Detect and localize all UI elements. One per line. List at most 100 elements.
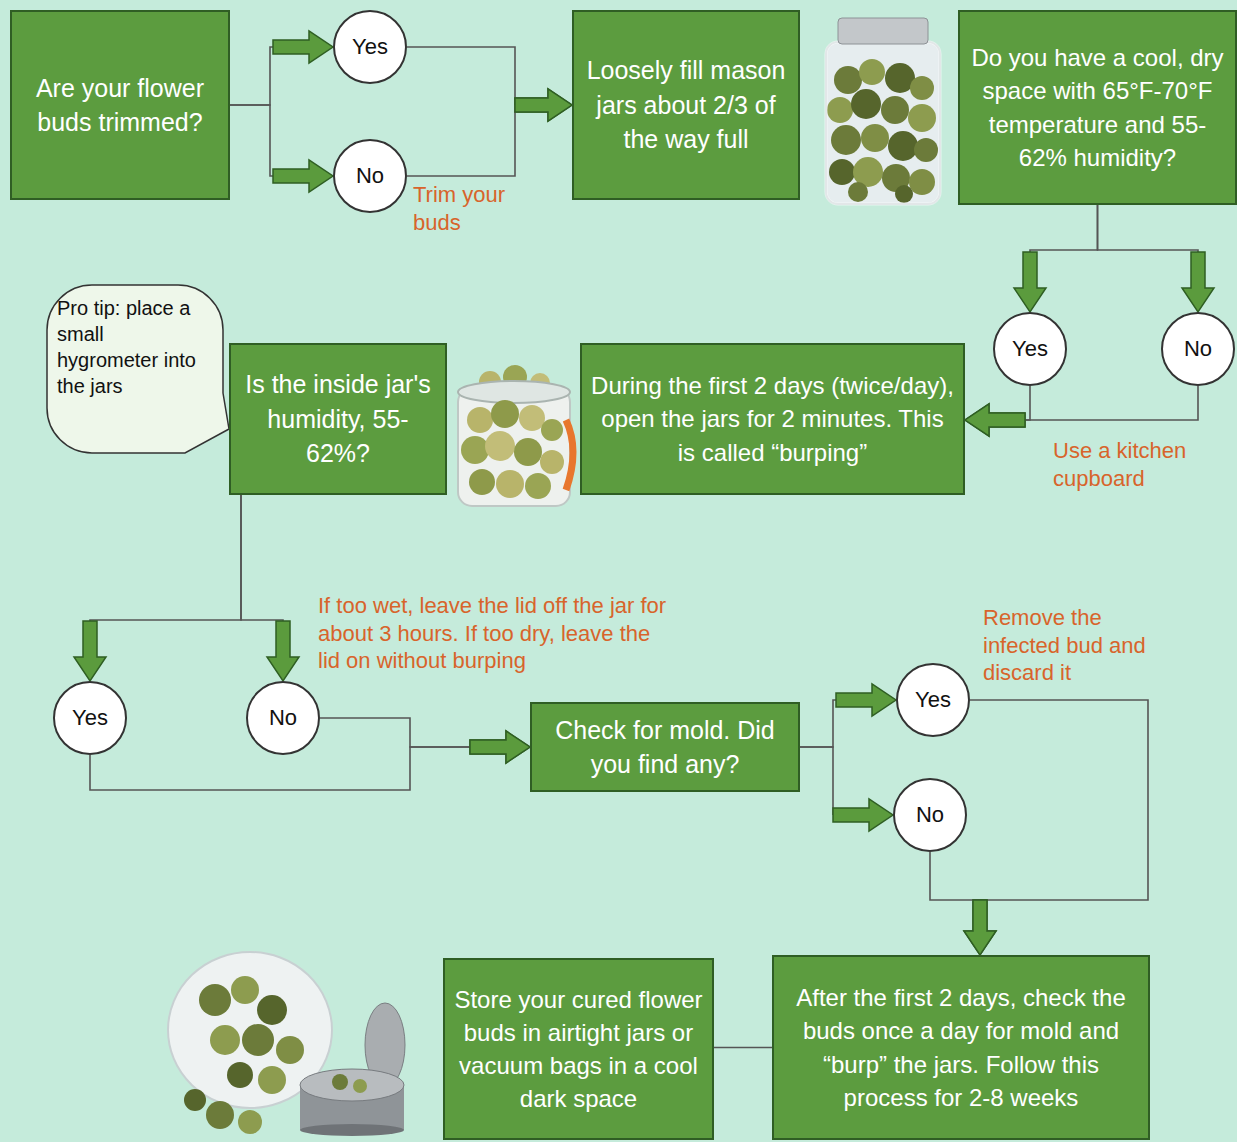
jar-and-grinder-part bbox=[199, 984, 231, 1016]
note-label: If too wet, leave the lid off the jar fo… bbox=[318, 592, 668, 675]
jar-and-grinder bbox=[168, 952, 405, 1136]
connector-line bbox=[90, 495, 241, 621]
connector bbox=[800, 747, 893, 831]
connector-line bbox=[241, 495, 283, 621]
block-arrow bbox=[964, 900, 996, 955]
mason-jar-part bbox=[888, 131, 918, 161]
note-label: Use a kitchen cupboard bbox=[1053, 437, 1228, 492]
block-arrow bbox=[965, 404, 1025, 436]
connector bbox=[241, 495, 299, 681]
block-arrow bbox=[74, 621, 106, 681]
connector-line bbox=[800, 700, 836, 747]
note-label: Trim your buds bbox=[413, 181, 533, 236]
node-text: During the first 2 days (twice/day), ope… bbox=[590, 369, 955, 468]
jar-and-grinder-part bbox=[206, 1101, 234, 1129]
node-text: Is the inside jar's humidity, 55-62%? bbox=[239, 367, 437, 471]
mason-jar-part bbox=[834, 66, 862, 94]
block-arrow bbox=[965, 404, 1025, 436]
open-jar-part bbox=[540, 450, 564, 474]
open-jar-part bbox=[496, 470, 524, 498]
block-arrow bbox=[470, 731, 530, 763]
connector bbox=[1014, 205, 1098, 312]
connector bbox=[320, 718, 530, 763]
node-text: Yes bbox=[72, 705, 108, 731]
connector-line bbox=[930, 852, 980, 900]
mason-jar-part bbox=[859, 59, 885, 85]
answer-circle: Yes bbox=[53, 681, 127, 755]
answer-circle: Yes bbox=[993, 312, 1067, 386]
answer-circle: No bbox=[333, 139, 407, 213]
answer-circle: No bbox=[246, 681, 320, 755]
node-text: Are your flower buds trimmed? bbox=[20, 71, 220, 140]
jar-and-grinder-part bbox=[353, 1079, 367, 1093]
node-text: No bbox=[356, 163, 384, 189]
jar-and-grinder-part bbox=[210, 1025, 240, 1055]
jar-and-grinder-part bbox=[300, 1124, 404, 1136]
mason-jar-part bbox=[909, 169, 935, 195]
connector bbox=[964, 700, 1148, 955]
connector bbox=[407, 47, 572, 121]
block-arrow bbox=[833, 799, 893, 831]
open-jar-part bbox=[467, 407, 493, 433]
block-arrow bbox=[515, 89, 572, 121]
process-box: Loosely fill mason jars about 2/3 of the… bbox=[572, 10, 800, 200]
open-jar-part bbox=[519, 405, 545, 431]
bubble-outline-path bbox=[47, 285, 229, 453]
open-jar-part bbox=[525, 473, 551, 499]
jar-and-grinder-part bbox=[258, 1066, 286, 1094]
process-box: Store your cured flower buds in airtight… bbox=[443, 958, 714, 1140]
connector bbox=[930, 852, 996, 955]
answer-circle: No bbox=[1161, 312, 1235, 386]
mason-jar-part bbox=[914, 138, 938, 162]
jar-and-grinder-part bbox=[227, 1062, 253, 1088]
answer-circle: No bbox=[893, 778, 967, 852]
connector-line bbox=[230, 105, 273, 176]
connector-line bbox=[714, 1047, 772, 1049]
mason-jar-part bbox=[881, 96, 909, 124]
jar-and-grinder-part bbox=[184, 1089, 206, 1111]
jar-and-grinder-part bbox=[242, 1024, 274, 1056]
node-text: Check for mold. Did you find any? bbox=[540, 713, 790, 782]
connector bbox=[230, 105, 333, 192]
note-label: Remove the infected bud and discard it bbox=[983, 604, 1155, 687]
connector-line bbox=[1025, 386, 1198, 420]
node-text: No bbox=[1184, 336, 1212, 362]
mason-jar-part bbox=[851, 89, 881, 119]
mason-jar-part bbox=[908, 104, 936, 132]
connector bbox=[230, 31, 333, 105]
jar-and-grinder-part bbox=[276, 1036, 304, 1064]
open-jar-part bbox=[485, 431, 515, 461]
node-text: Loosely fill mason jars about 2/3 of the… bbox=[582, 53, 790, 157]
open-jar-part bbox=[461, 436, 489, 464]
answer-circle: Yes bbox=[896, 663, 970, 737]
connector-line bbox=[407, 47, 515, 105]
connector bbox=[74, 495, 241, 681]
open-jar-part bbox=[541, 419, 563, 441]
jar-and-grinder-part bbox=[231, 976, 259, 1004]
jar-and-grinder-part bbox=[332, 1074, 348, 1090]
node-text: No bbox=[916, 802, 944, 828]
connector-line bbox=[1030, 205, 1098, 252]
node-text: Store your cured flower buds in airtight… bbox=[453, 983, 704, 1115]
connector bbox=[714, 1047, 772, 1048]
node-text: Yes bbox=[915, 687, 951, 713]
mason-jar-part bbox=[848, 182, 868, 202]
node-text: After the first 2 days, check the buds o… bbox=[782, 981, 1140, 1113]
connector-line bbox=[407, 105, 515, 176]
open-jar-part bbox=[469, 469, 495, 495]
connector-line bbox=[1098, 205, 1199, 252]
connector bbox=[965, 386, 1198, 436]
block-arrow bbox=[515, 89, 572, 121]
jar-and-grinder-part bbox=[257, 995, 287, 1025]
block-arrow bbox=[470, 731, 530, 763]
block-arrow bbox=[836, 684, 896, 716]
mason-jar-part bbox=[895, 185, 913, 203]
decision-box: Do you have a cool, dry space with 65°F-… bbox=[958, 10, 1237, 205]
answer-circle: Yes bbox=[333, 10, 407, 84]
open-jar-part bbox=[514, 438, 542, 466]
connector bbox=[407, 89, 572, 176]
mason-jar bbox=[826, 18, 940, 204]
decision-box: Is the inside jar's humidity, 55-62%? bbox=[229, 343, 447, 495]
